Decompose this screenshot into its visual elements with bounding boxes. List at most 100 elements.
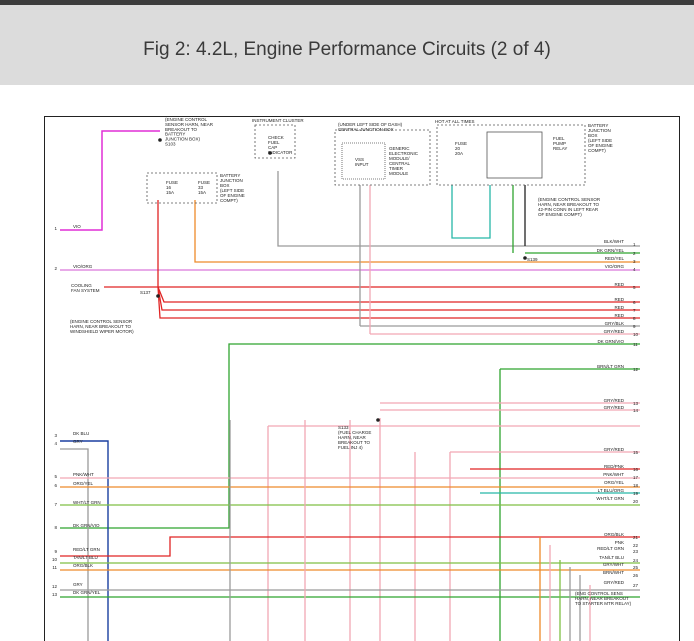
- right-pin-8: 8: [633, 316, 636, 321]
- ecs-top-label-line-3: BREAKOUT TO: [165, 127, 198, 132]
- left-wire-label-12: GRY: [73, 582, 83, 587]
- right-pin-12: 12: [633, 367, 639, 372]
- splice-s133: [376, 418, 380, 422]
- instrument-cluster-label: INSTRUMENT CLUSTER: [252, 118, 304, 123]
- left-wire-label-1: VIO: [73, 224, 81, 229]
- s139-label: S139: [527, 257, 538, 262]
- right-pin-23: 23: [633, 549, 639, 554]
- right-wire-label-12: BRN/LT GRN: [597, 364, 624, 369]
- right-pin-26: 26: [633, 573, 639, 578]
- gem-label-line-4: CENTRAL: [389, 161, 411, 166]
- gem-label-line-6: MODULE: [389, 171, 408, 176]
- right-pin-24: 24: [633, 558, 639, 563]
- right-wire-label-24: TAN/LT BLU: [599, 555, 624, 560]
- right-wire-label-25: GRY/WHT: [603, 562, 624, 567]
- wire-dk-grn-vio: [60, 343, 640, 529]
- right-wire-label-2: DK GRN/YEL: [597, 248, 625, 253]
- splice-s139: [523, 256, 527, 260]
- right-pin-25: 25: [633, 565, 639, 570]
- check-fuel-label-line-4: INDICATOR: [268, 150, 293, 155]
- bjb-left-label-line-5: OF ENGINE: [220, 193, 245, 198]
- right-pin-3: 3: [633, 259, 636, 264]
- bjb-left-label-line-3: BOX: [220, 183, 230, 188]
- left-pin-9: 9: [54, 549, 57, 554]
- figure-header: Fig 2: 4.2L, Engine Performance Circuits…: [0, 5, 694, 85]
- fuel-charge-label-line-1: S133: [338, 425, 349, 430]
- check-fuel-label-line-1: CHECK: [268, 135, 284, 140]
- bjb-left-label-line-4: (LEFT SIDE: [220, 188, 244, 193]
- check-fuel-label-line-3: CAP: [268, 145, 277, 150]
- right-wire-label-4: VIO/ORG: [605, 264, 625, 269]
- left-wire-label-13: DK GRN/YEL: [73, 590, 101, 595]
- right-pin-15: 15: [633, 450, 639, 455]
- right-pin-2: 2: [633, 251, 636, 256]
- left-wire-label-5: PNK/WHT: [73, 472, 94, 477]
- right-pin-6: 6: [633, 300, 636, 305]
- left-pin-11: 11: [52, 565, 57, 570]
- left-pin-8: 8: [54, 525, 57, 530]
- fuse-relay-box: [436, 124, 586, 186]
- left-pin-13: 13: [52, 592, 58, 597]
- left-wire-label-2: VIO/ORG: [73, 264, 93, 269]
- bjb-right-label-line-1: BATTERY: [588, 123, 608, 128]
- check-fuel-indicator-lamp: [268, 151, 272, 155]
- ecs-top-label-line-4: BATTERY: [165, 132, 185, 137]
- vss-label-line-1: VSS: [355, 157, 364, 162]
- ecs-top-label-line-2: SENSOR HARN, NEAR: [165, 122, 214, 127]
- bjb-right-label-line-2: JUNCTION: [588, 128, 611, 133]
- bjb-right-label-line-3: BOX: [588, 133, 598, 138]
- central-junction-box: [334, 129, 431, 186]
- right-pin-10: 10: [633, 332, 639, 337]
- ecs-top-label-line-6: S103: [165, 142, 176, 147]
- wire-dk-blu: [60, 440, 109, 641]
- right-wire-label-13: GRY/RED: [604, 398, 625, 403]
- ecs-right-label-line-3: 42-PIN CONN IN LEFT REAR: [538, 207, 599, 212]
- right-pin-14: 14: [633, 408, 639, 413]
- cooling-fan-label-line-2: FAN SYSTEM: [71, 288, 100, 293]
- right-pin-5: 5: [633, 285, 636, 290]
- gem-label-line-2: ELECTRONIC: [389, 151, 419, 156]
- left-wire-label-8: DK GRN/VIO: [73, 523, 100, 528]
- right-pin-7: 7: [633, 308, 636, 313]
- ecs-windshield-label-line-1: (ENGINE CONTROL SENSOR: [70, 319, 133, 324]
- fuse20-label-line-3: 20A: [455, 151, 463, 156]
- gem-label-line-1: GENERIC: [389, 146, 410, 151]
- left-pin-1: 1: [54, 226, 57, 231]
- bjb-right-label-line-6: COMPT): [588, 148, 606, 153]
- fuel-charge-label-line-3: HARN, NEAR: [338, 435, 367, 440]
- bjb-right-label-line-5: OF ENGINE: [588, 143, 613, 148]
- left-pin-7: 7: [54, 502, 57, 507]
- right-pin-20: 20: [633, 499, 639, 504]
- eng-bottom-label-line-1: (ENG CONTROL SENS: [575, 591, 623, 596]
- fuel-charge-label-line-2: (FUEL CHARGE: [338, 430, 371, 435]
- right-pin-18: 18: [633, 483, 639, 488]
- right-wire-label-26: BRN/WHT: [603, 570, 624, 575]
- splice-s137: [156, 294, 160, 298]
- fuel-pump-relay-label-line-1: FUEL: [553, 136, 565, 141]
- wire-red-7: [157, 286, 640, 311]
- wire-gry-4: [60, 448, 89, 641]
- ecs-windshield-label-line-3: WINDSHIELD WIPER MOTOR): [70, 329, 134, 334]
- right-pin-22: 22: [633, 543, 639, 548]
- eng-bottom-label-line-3: TO STARTER MTR RELAY): [575, 601, 632, 606]
- right-pin-11: 11: [633, 342, 638, 347]
- gem-label-line-5: TIMER: [389, 166, 404, 171]
- right-wire-label-11: DK GRN/VIO: [597, 339, 624, 344]
- right-pin-4: 4: [633, 267, 636, 272]
- fuse33-label-line-3: 15A: [198, 190, 206, 195]
- fuse16-label-line-1: FUSE: [166, 180, 178, 185]
- left-pin-4: 4: [54, 441, 57, 446]
- fuel-pump-relay-label-line-3: RELAY: [553, 146, 567, 151]
- ecs-top-label-line-5: JUNCTION BOX): [165, 137, 201, 142]
- fuse16-label-line-2: 16: [166, 185, 172, 190]
- right-pin-9: 9: [633, 324, 636, 329]
- ecs-right-label-line-2: HARN, NEAR BREAKOUT TO: [538, 202, 600, 207]
- fuse16-label-line-3: 15A: [166, 190, 174, 195]
- right-wire-label-20: WHT/LT GRN: [596, 496, 624, 501]
- right-wire-label-19: LT BLU/ORG: [598, 488, 625, 493]
- right-wire-label-16: RED/PNK: [604, 464, 624, 469]
- eng-bottom-label-line-2: HARN, NEAR BREAKOUT: [575, 596, 629, 601]
- ecs-right-label-line-1: (ENGINE CONTROL SENSOR: [538, 197, 601, 202]
